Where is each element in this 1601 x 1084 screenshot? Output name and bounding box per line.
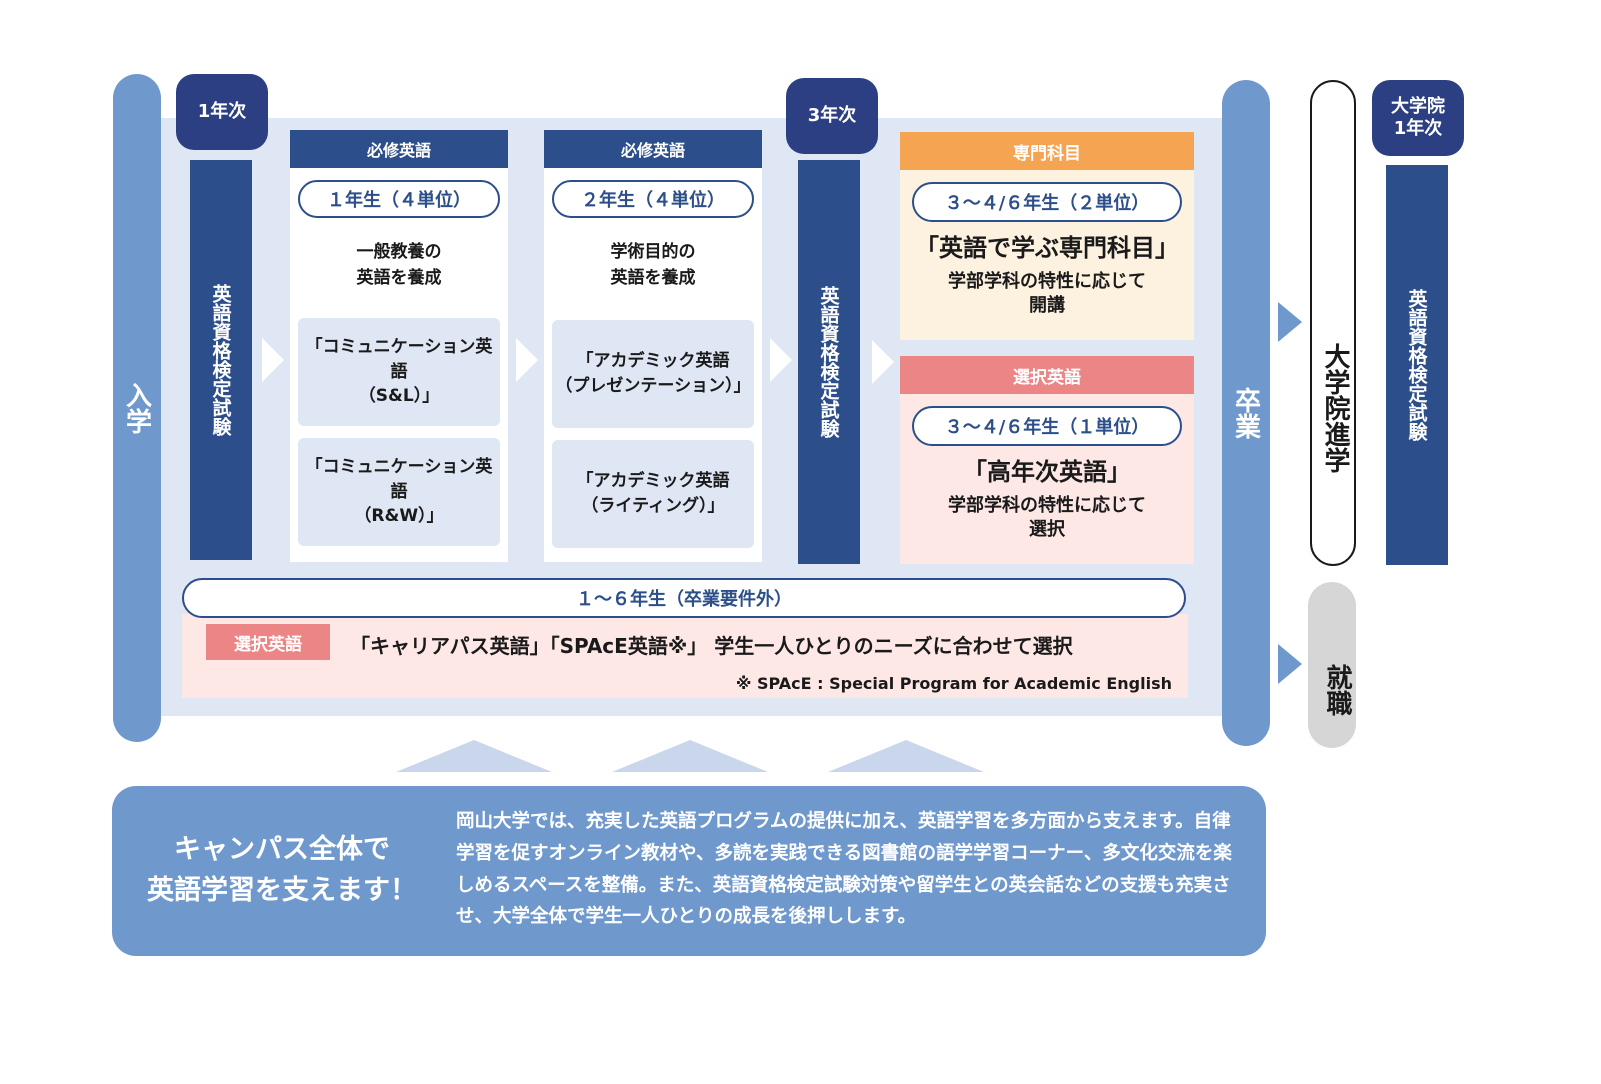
entrance-bar: 入学 [113,74,161,742]
exam-label-year1: 英語資格検定試験 [209,284,232,436]
arrow-right-icon [872,340,894,384]
elective-upper-header: 選択英語 [900,356,1194,394]
year3-badge: 3年次 [786,78,878,154]
course-academic-presentation: 「アカデミック英語 （プレゼンテーション）」 [552,320,754,428]
arrow-right-icon [1278,644,1302,684]
year1-badge: 1年次 [176,74,268,150]
elective-upper-title: 「高年次英語」 [963,458,1131,486]
exam-label-year3: 英語資格検定試験 [817,286,840,438]
course-academic-writing: 「アカデミック英語 （ライティング）」 [552,440,754,548]
specialty-subjects-block: 専門科目 ３～４/６年生（２単位） 「英語で学ぶ専門科目」 学部学科の特性に応じ… [900,132,1194,340]
all-years-text: 「キャリアパス英語」「SPAcE英語※」 学生一人ひとりのニーズに合わせて選択 [350,634,1073,658]
support-arrow-icon [612,740,768,772]
elective-upper-block: 選択英語 ３～４/６年生（１単位） 「高年次英語」 学部学科の特性に応じて 選択 [900,356,1194,564]
arrow-right-icon [262,338,284,382]
arrow-right-icon [1278,302,1302,342]
col1-header: 必修英語 [290,130,508,168]
graduation-label: 卒業 [1230,387,1261,439]
grad-school-box: 大学院進学 [1310,80,1356,566]
course-communication-rw: 「コミュニケーション英語 （R&W）」 [298,438,500,546]
exam-bar-grad: 英語資格検定試験 [1386,165,1448,565]
space-footnote: ※ SPAcE : Special Program for Academic E… [735,674,1172,693]
specialty-title: 「英語で学ぶ専門科目」 [915,234,1179,262]
col1-description: 一般教養の 英語を養成 [356,242,442,288]
exam-bar-year1: 英語資格検定試験 [190,160,252,560]
required-english-year1: 必修英語 １年生（４単位） 一般教養の 英語を養成 「コミュニケーション英語 （… [290,130,508,562]
all-years-tag: 選択英語 [206,624,330,660]
specialty-year-pill: ３～４/６年生（２単位） [912,182,1182,222]
entrance-label: 入学 [121,382,152,434]
arrow-right-icon [770,338,792,382]
all-years-elective-block [182,614,1188,698]
exam-label-grad: 英語資格検定試験 [1405,289,1428,441]
col2-description: 学術目的の 英語を養成 [610,242,696,288]
specialty-description: 学部学科の特性に応じて 開講 [948,271,1146,317]
grad-school-label: 大学院進学 [1320,343,1350,473]
course-communication-sl: 「コミュニケーション英語 （S&L）」 [298,318,500,426]
col2-year-pill: ２年生（４単位） [552,180,754,218]
specialty-header: 専門科目 [900,132,1194,170]
required-english-year2: 必修英語 ２年生（４単位） 学術目的の 英語を養成 「アカデミック英語 （プレゼ… [544,130,762,562]
support-arrow-icon [396,740,552,772]
employment-box: 就職 [1308,582,1356,748]
support-arrow-icon [828,740,984,772]
graduation-bar: 卒業 [1222,80,1270,746]
all-years-pill: １～６年生（卒業要件外） [182,578,1186,618]
elective-upper-description: 学部学科の特性に応じて 選択 [948,495,1146,541]
col2-header: 必修英語 [544,130,762,168]
arrow-right-icon [516,338,538,382]
col1-year-pill: １年生（４単位） [298,180,500,218]
exam-bar-year3: 英語資格検定試験 [798,160,860,564]
employment-label: 就職 [1322,664,1352,716]
grad-year1-badge: 大学院 1年次 [1372,80,1464,156]
campus-body: 岡山大学では、充実した英語プログラムの提供に加え、英語学習を多方面から支えます。… [456,811,1232,928]
elective-upper-year-pill: ３～４/６年生（１単位） [912,406,1182,446]
campus-heading: キャンパス全体で 英語学習を支えます！ [147,834,417,906]
campus-support-box: キャンパス全体で 英語学習を支えます！ 岡山大学では、充実した英語プログラムの提… [112,786,1266,956]
